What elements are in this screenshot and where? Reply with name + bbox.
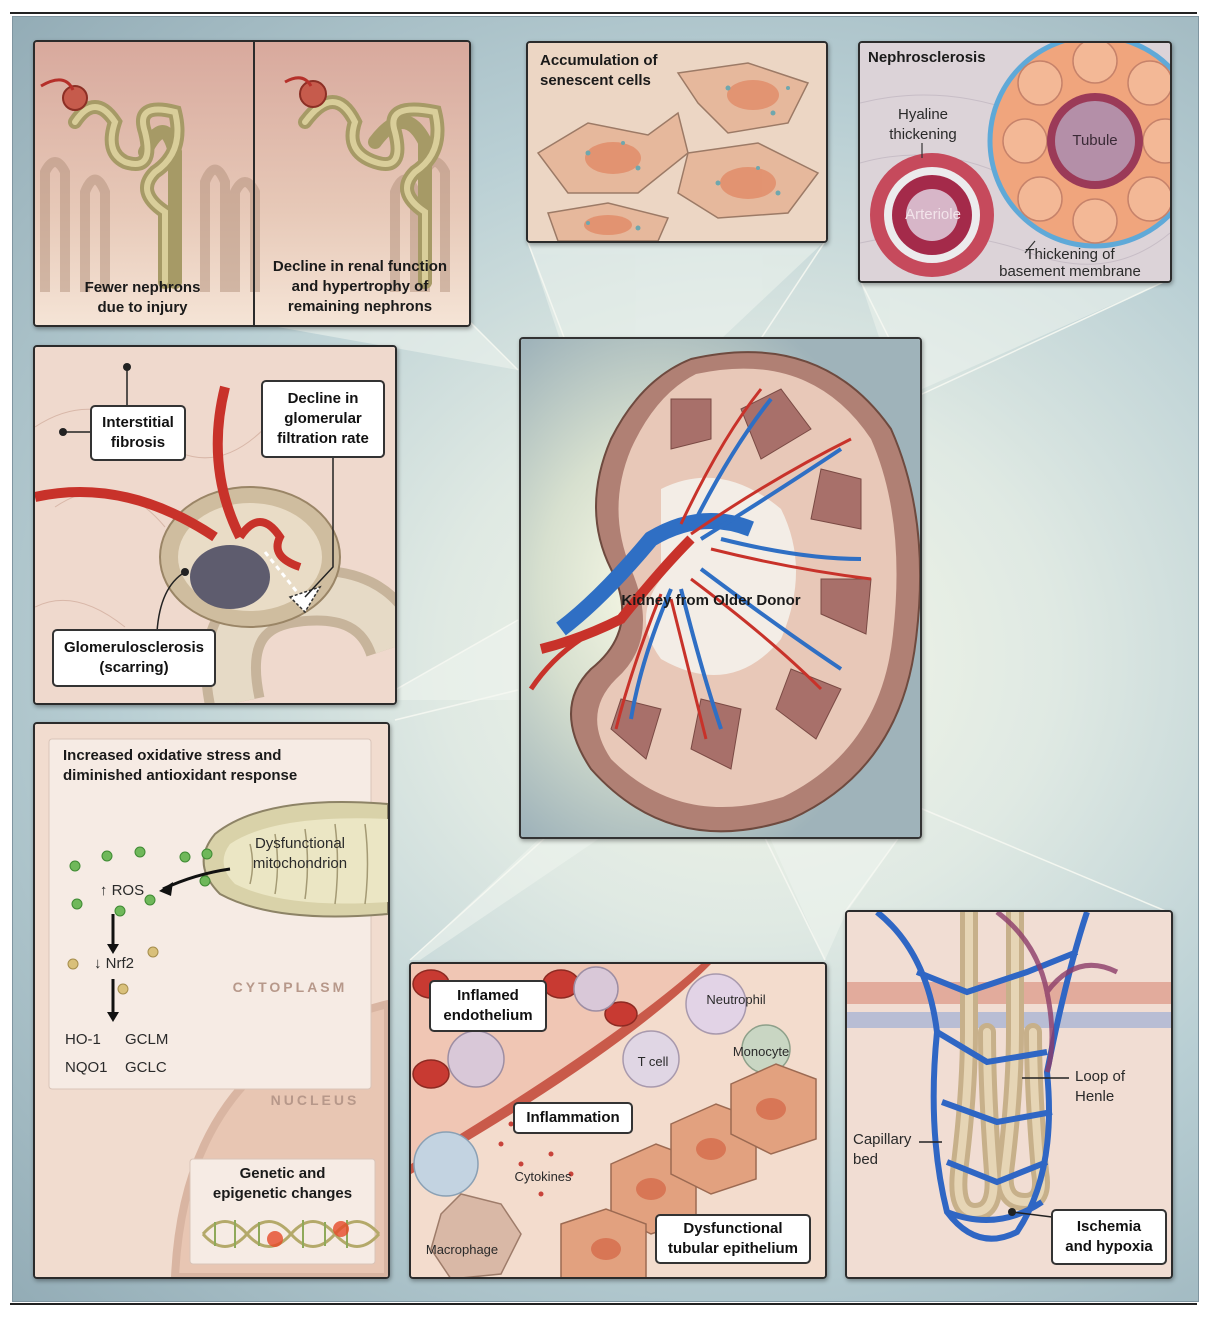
nephron-illustration bbox=[35, 42, 469, 325]
nephron-panel: Fewer nephrons due to injury Decline in … bbox=[33, 40, 471, 327]
neutrophil-label: Neutrophil bbox=[706, 992, 766, 1007]
arteriole-label: Arteriole bbox=[905, 206, 961, 223]
mitochondrion-label: Dysfunctional mitochondrion bbox=[252, 835, 348, 872]
interstitial-fibrosis-label: Interstitial fibrosis bbox=[90, 405, 186, 461]
kidney-illustration bbox=[521, 339, 920, 837]
nephrosclerosis-illustration bbox=[860, 43, 1170, 281]
loop-of-henle-label: Loop of Henle bbox=[1075, 1068, 1126, 1105]
basement-membrane-label: Thickening of basement membrane bbox=[999, 246, 1141, 280]
renal-decline-caption: Decline in renal function and hypertroph… bbox=[272, 258, 448, 315]
tcell-label: T cell bbox=[637, 1054, 669, 1069]
oxidative-title: Increased oxidative stress and diminishe… bbox=[63, 747, 298, 784]
nucleus-label: NUCLEUS bbox=[270, 1092, 360, 1108]
gene-gclc: GCLC bbox=[125, 1059, 167, 1076]
top-rule bbox=[10, 12, 1197, 14]
inflamed-endothelium-label: Inflamed endothelium bbox=[429, 980, 547, 1032]
hyaline-label: Hyaline thickening bbox=[889, 106, 957, 143]
inflammation-label: Inflammation bbox=[513, 1102, 633, 1134]
ischemia-label: Ischemia and hypoxia bbox=[1051, 1209, 1167, 1265]
nrf2-label: ↓ Nrf2 bbox=[93, 955, 134, 972]
gfr-decline-label: Decline in glomerular filtration rate bbox=[261, 380, 385, 458]
kidney-panel: Kidney from Older Donor bbox=[519, 337, 922, 839]
glomerulus-panel: Interstitial fibrosis Decline in glomeru… bbox=[33, 345, 397, 705]
cytoplasm-label: CYTOPLASM bbox=[232, 979, 348, 995]
nephrosclerosis-title: Nephrosclerosis bbox=[868, 49, 986, 66]
genetic-changes-label: Genetic and epigenetic changes bbox=[212, 1165, 353, 1202]
tubular-epithelium-label: Dysfunctional tubular epithelium bbox=[655, 1214, 811, 1264]
cytokines-label: Cytokines bbox=[514, 1169, 572, 1184]
henle-panel: Loop of Henle Capillary bed Ischemia and… bbox=[845, 910, 1173, 1279]
kidney-label: Kidney from Older Donor bbox=[621, 592, 801, 609]
gene-nqo1: NQO1 bbox=[65, 1059, 108, 1076]
ros-label: ↑ ROS bbox=[99, 882, 145, 899]
oxidative-panel: Increased oxidative stress and diminishe… bbox=[33, 722, 390, 1279]
senescent-cells-illustration bbox=[528, 43, 826, 241]
gene-ho1: HO-1 bbox=[65, 1031, 101, 1048]
glomerulosclerosis-label: Glomerulosclerosis (scarring) bbox=[52, 629, 216, 687]
monocyte-label: Monocyte bbox=[732, 1044, 790, 1059]
loop-of-henle-illustration bbox=[847, 912, 1171, 1277]
capillary-bed-label: Capillary bed bbox=[853, 1131, 912, 1168]
fewer-nephrons-caption: Fewer nephrons due to injury bbox=[84, 279, 201, 316]
macrophage-label: Macrophage bbox=[425, 1242, 499, 1257]
oxidative-stress-illustration bbox=[35, 724, 388, 1277]
gene-gclm: GCLM bbox=[125, 1031, 169, 1048]
tubule-label: Tubule bbox=[1072, 132, 1118, 149]
inflammation-panel: Inflamed endothelium Neutrophil T cell M… bbox=[409, 962, 827, 1279]
senescent-title: Accumulation of senescent cells bbox=[540, 52, 658, 89]
senescent-panel: Accumulation of senescent cells bbox=[526, 41, 828, 243]
nephrosclerosis-panel: Nephrosclerosis Hyaline thickening Tubul… bbox=[858, 41, 1172, 283]
bottom-rule bbox=[10, 1303, 1197, 1305]
